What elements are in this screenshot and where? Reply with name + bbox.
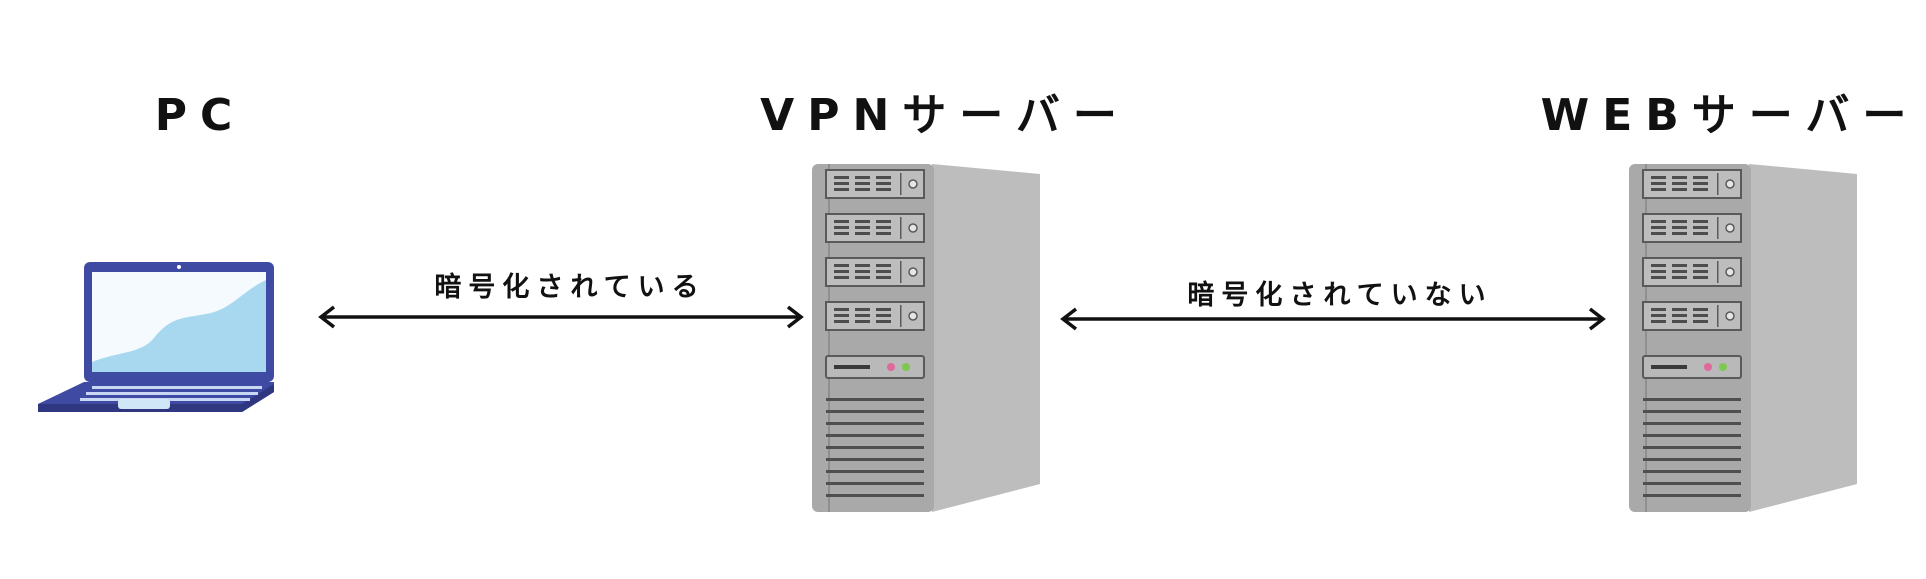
unencrypted-link-label: 暗号化されていない — [1187, 280, 1493, 311]
tower-server-icon — [1629, 164, 1857, 512]
pc-title: PC — [154, 90, 246, 141]
tower-server-icon — [812, 164, 1040, 512]
laptop-icon — [38, 262, 274, 412]
vpn-server-title: VPNサーバー — [760, 90, 1130, 141]
encrypted-link-arrow — [318, 305, 804, 329]
encrypted-link-label: 暗号化されている — [434, 272, 706, 303]
unencrypted-link-arrow — [1060, 307, 1606, 331]
web-server-title: WEBサーバー — [1540, 90, 1920, 141]
